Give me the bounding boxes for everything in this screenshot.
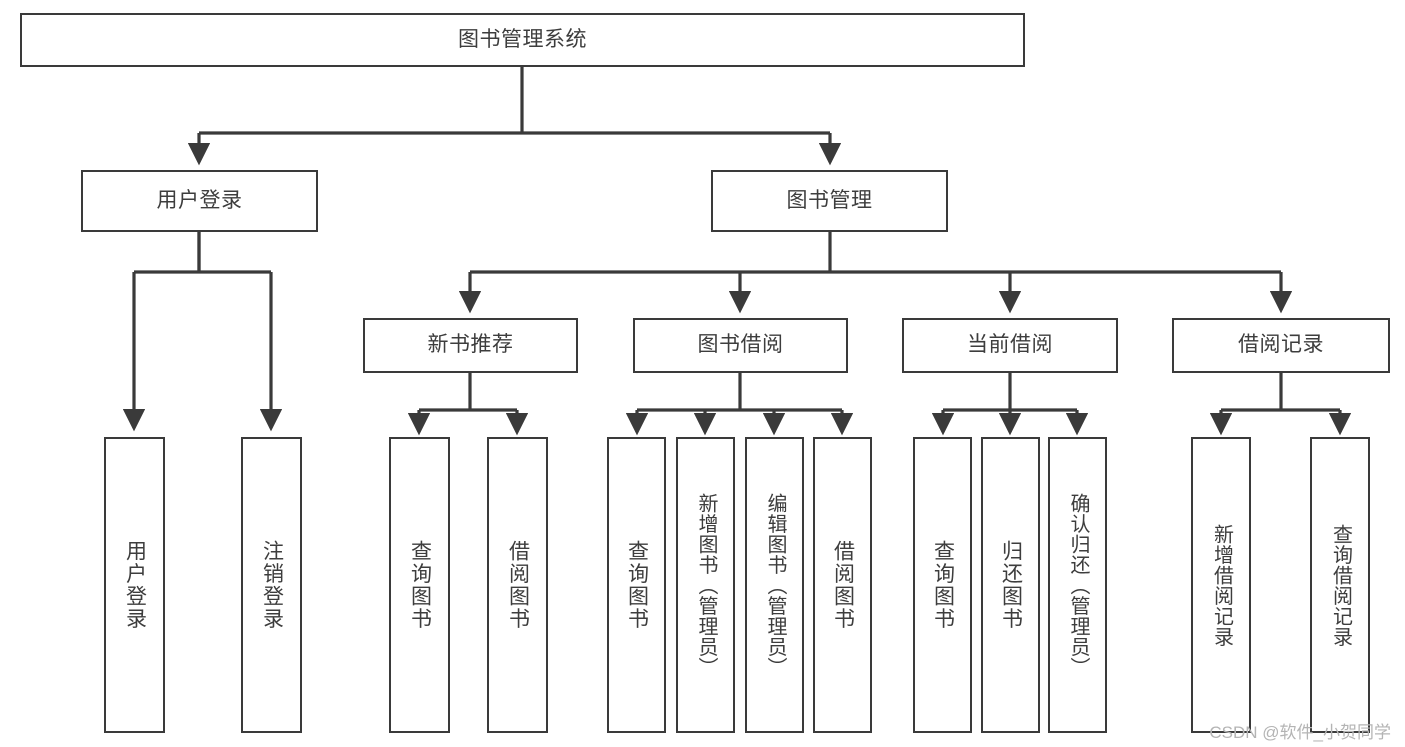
node-leaf-record-add[interactable]: 新增借阅记录 bbox=[1191, 437, 1251, 733]
node-leaf-current-return[interactable]: 归还图书 bbox=[981, 437, 1040, 733]
node-book-borrow-label: 图书借阅 bbox=[697, 333, 784, 357]
node-leaf-rec-borrow-label: 借阅图书 bbox=[506, 540, 530, 630]
watermark-text: CSDN @软件_小贺同学 bbox=[1209, 723, 1391, 742]
node-leaf-current-confirm[interactable]: 确认归还（管理员） bbox=[1048, 437, 1107, 733]
node-book-borrow[interactable]: 图书借阅 bbox=[633, 318, 848, 373]
node-user-login[interactable]: 用户登录 bbox=[81, 170, 318, 232]
node-leaf-borrow-lend-label: 借阅图书 bbox=[831, 540, 855, 630]
node-leaf-borrow-edit[interactable]: 编辑图书（管理员） bbox=[745, 437, 804, 733]
node-leaf-record-query[interactable]: 查询借阅记录 bbox=[1310, 437, 1370, 733]
node-leaf-user-logout-label: 注销登录 bbox=[260, 540, 284, 630]
node-leaf-rec-borrow[interactable]: 借阅图书 bbox=[487, 437, 548, 733]
node-leaf-rec-query[interactable]: 查询图书 bbox=[389, 437, 450, 733]
node-borrow-record[interactable]: 借阅记录 bbox=[1172, 318, 1390, 373]
node-new-book-rec[interactable]: 新书推荐 bbox=[363, 318, 578, 373]
node-root[interactable]: 图书管理系统 bbox=[20, 13, 1025, 67]
node-new-book-rec-label: 新书推荐 bbox=[427, 333, 514, 357]
node-leaf-borrow-query[interactable]: 查询图书 bbox=[607, 437, 666, 733]
node-leaf-user-login[interactable]: 用户登录 bbox=[104, 437, 165, 733]
node-leaf-borrow-add-label: 新增图书（管理员） bbox=[695, 492, 717, 678]
node-current-borrow-label: 当前借阅 bbox=[967, 333, 1053, 357]
node-book-manage-label: 图书管理 bbox=[786, 188, 873, 212]
node-leaf-user-login-label: 用户登录 bbox=[123, 540, 147, 630]
node-leaf-borrow-edit-label: 编辑图书（管理员） bbox=[764, 492, 786, 678]
node-book-manage[interactable]: 图书管理 bbox=[711, 170, 948, 232]
node-leaf-current-query[interactable]: 查询图书 bbox=[913, 437, 972, 733]
node-root-label: 图书管理系统 bbox=[458, 27, 587, 51]
node-leaf-current-confirm-label: 确认归还（管理员） bbox=[1067, 492, 1089, 678]
node-leaf-current-return-label: 归还图书 bbox=[999, 540, 1023, 630]
node-leaf-record-query-label: 查询借阅记录 bbox=[1329, 523, 1352, 647]
node-leaf-record-add-label: 新增借阅记录 bbox=[1210, 523, 1233, 647]
node-leaf-rec-query-label: 查询图书 bbox=[408, 540, 432, 630]
node-leaf-borrow-add[interactable]: 新增图书（管理员） bbox=[676, 437, 735, 733]
node-leaf-borrow-lend[interactable]: 借阅图书 bbox=[813, 437, 872, 733]
node-current-borrow[interactable]: 当前借阅 bbox=[902, 318, 1118, 373]
node-leaf-user-logout[interactable]: 注销登录 bbox=[241, 437, 302, 733]
node-leaf-borrow-query-label: 查询图书 bbox=[625, 540, 649, 630]
node-leaf-current-query-label: 查询图书 bbox=[931, 540, 955, 630]
node-user-login-label: 用户登录 bbox=[156, 188, 243, 212]
node-borrow-record-label: 借阅记录 bbox=[1238, 333, 1324, 357]
